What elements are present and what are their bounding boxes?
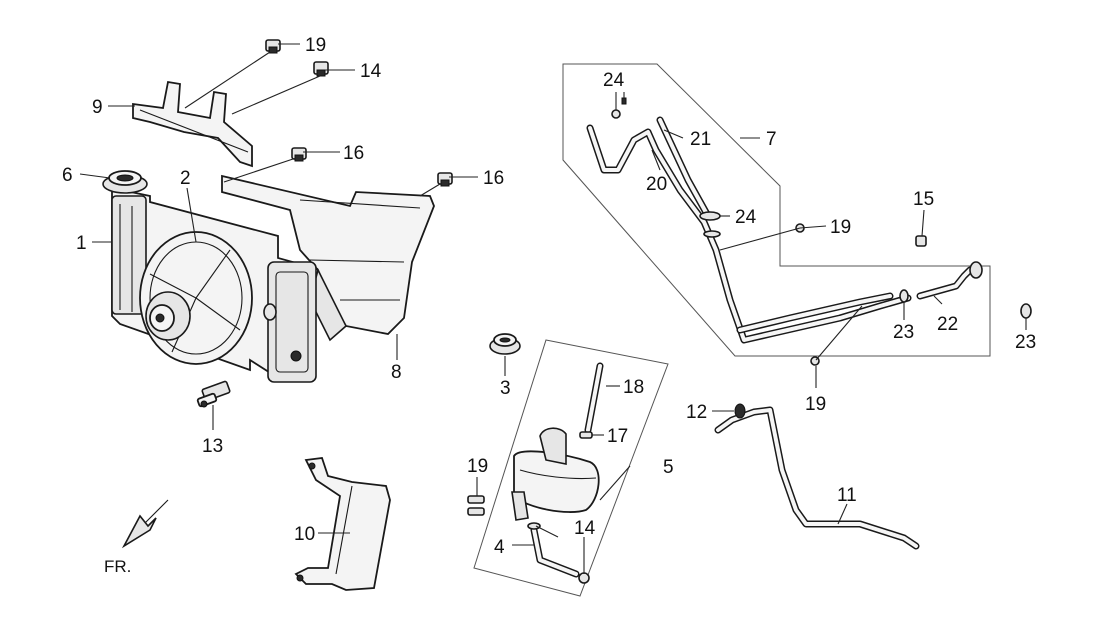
callout-24-mid: 24 — [735, 207, 757, 228]
bolt-part-16-right — [437, 172, 453, 187]
callout-19-hose: 19 — [830, 217, 851, 238]
callout-23-inner: 23 — [893, 322, 914, 343]
bracket-part-9 — [132, 80, 253, 168]
expansion-tank-group-part-5 — [473, 339, 669, 597]
callout-15: 15 — [913, 189, 934, 210]
bolt-part-16-left — [291, 147, 307, 162]
pipe-part-11 — [714, 406, 920, 550]
callout-22: 22 — [937, 314, 958, 335]
clamp-part-23-inner — [899, 289, 909, 303]
callout-20: 20 — [646, 174, 667, 195]
callout-9: 9 — [92, 97, 103, 118]
callout-2: 2 — [180, 168, 191, 189]
callout-13: 13 — [202, 436, 223, 457]
callout-3: 3 — [500, 378, 511, 399]
callout-24-top: 24 — [603, 70, 625, 91]
callout-19-top: 19 — [305, 35, 326, 56]
callout-7: 7 — [766, 129, 777, 150]
bolt-part-19-top — [265, 39, 281, 54]
callout-14-top: 14 — [360, 61, 382, 82]
callout-1: 1 — [76, 233, 87, 254]
leader-lines — [79, 43, 1027, 574]
bracket-part-10 — [294, 457, 391, 591]
front-direction-arrow-icon — [121, 499, 169, 549]
callout-23-outer: 23 — [1015, 332, 1036, 353]
callout-labels: 1 2 3 4 5 6 7 8 9 10 11 12 13 14 14 15 1… — [62, 35, 1036, 576]
hose-assembly-part-7 — [562, 63, 991, 357]
nut-part-15 — [915, 235, 927, 247]
cooling-fan-part-2 — [139, 231, 253, 365]
callout-6: 6 — [62, 165, 73, 186]
radiator-cap-part-6 — [102, 170, 148, 194]
temperature-sensor-part-13 — [196, 380, 231, 408]
callout-21: 21 — [690, 129, 711, 150]
filler-cap-part-3 — [489, 333, 521, 355]
clamp-part-24-top — [611, 97, 627, 119]
callout-10: 10 — [294, 524, 315, 545]
bolt-part-19-tank — [467, 495, 485, 516]
callout-16-right: 16 — [483, 168, 504, 189]
bolt-part-14-top — [313, 61, 329, 77]
hose-part-22 — [916, 261, 983, 300]
callout-4: 4 — [494, 537, 505, 558]
callout-19-lower: 19 — [805, 394, 826, 415]
callout-5: 5 — [663, 457, 674, 478]
clamp-part-12 — [734, 403, 746, 419]
hose-part-20-21 — [586, 116, 912, 344]
callout-19-tank: 19 — [467, 456, 488, 477]
front-direction-label: FR. — [104, 557, 131, 576]
callout-11: 11 — [837, 485, 857, 506]
hose-part-18 — [584, 362, 604, 434]
callout-14-lower: 14 — [574, 518, 596, 539]
callout-17: 17 — [607, 426, 628, 447]
callout-8: 8 — [391, 362, 402, 383]
callout-18: 18 — [623, 377, 644, 398]
shroud-part-8 — [221, 174, 435, 342]
callout-12: 12 — [686, 402, 707, 423]
clamp-part-23-outer — [1020, 303, 1032, 319]
expansion-tank-body — [511, 427, 600, 521]
clamp-part-17 — [579, 431, 593, 439]
callout-16-left: 16 — [343, 143, 364, 164]
hose-part-4 — [530, 526, 580, 578]
